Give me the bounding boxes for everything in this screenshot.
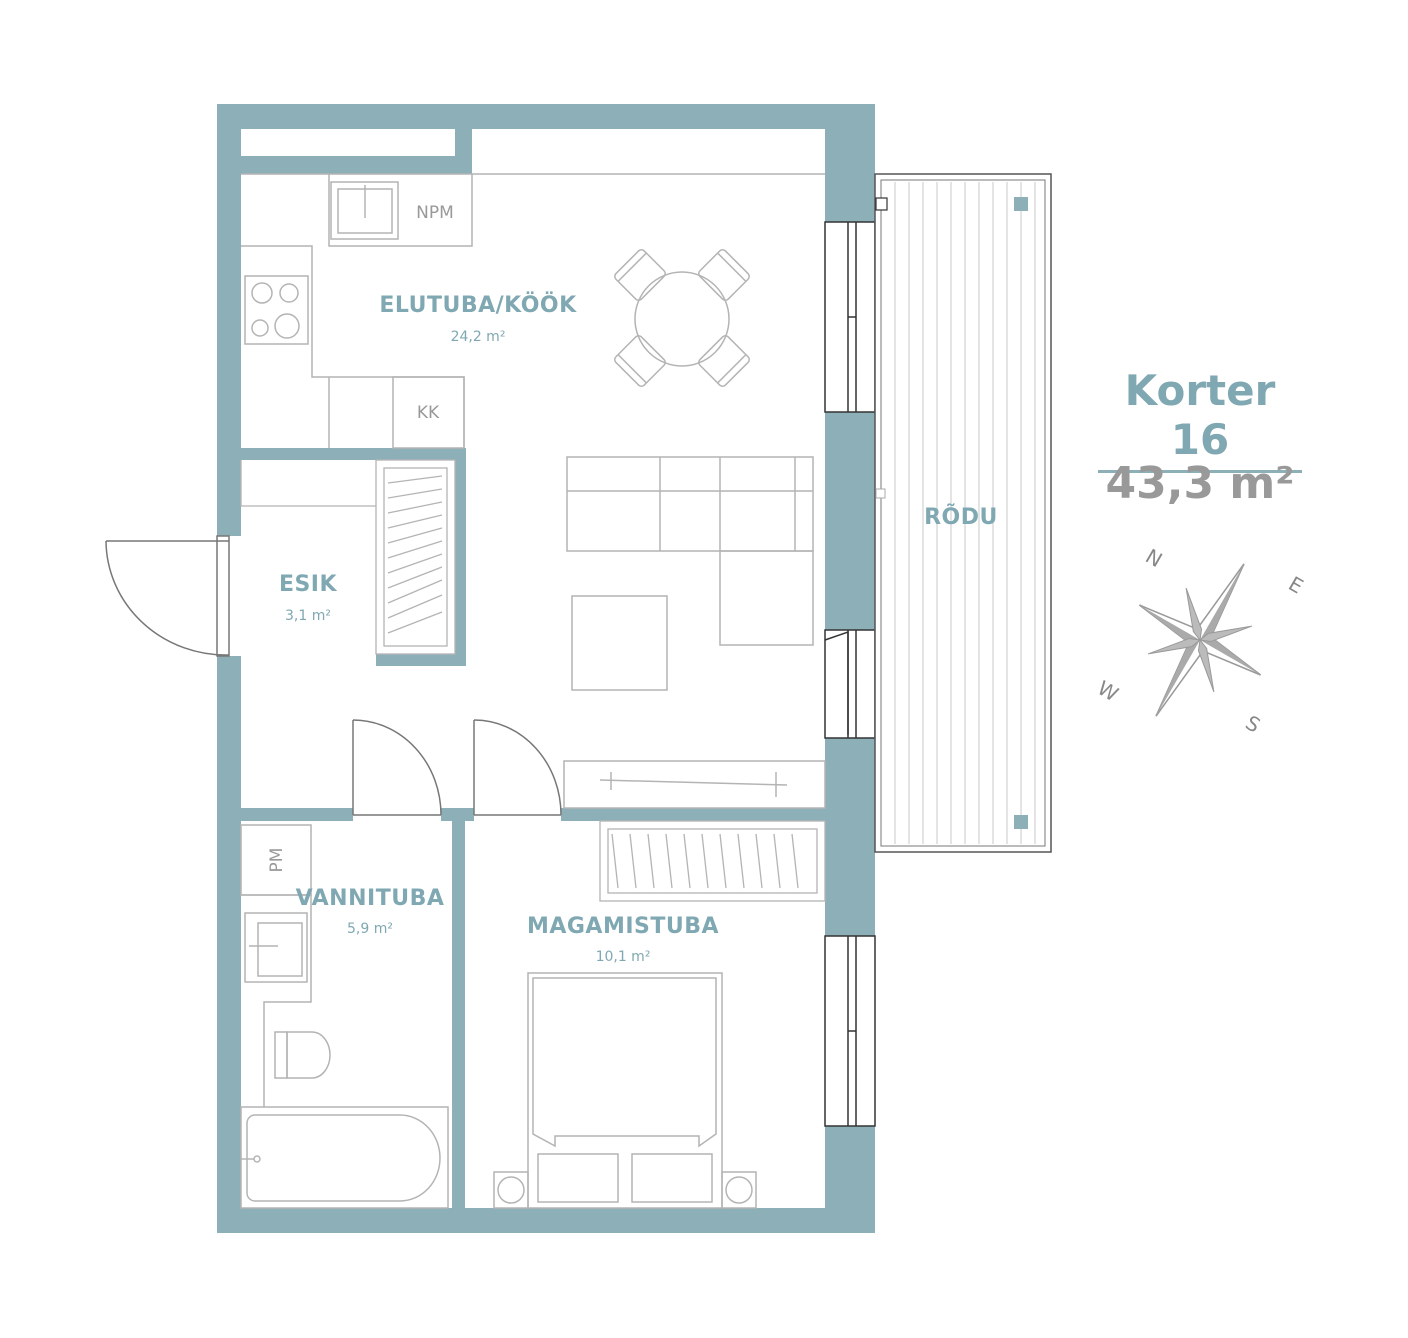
living-room-name: ELUTUBA/KÖÖK [379,292,577,318]
walls [217,104,875,1233]
bed [493,972,757,1209]
living-room-area: 24,2 m² [451,329,506,345]
compass-rose [1138,563,1262,717]
tv-console [563,760,826,809]
dining-table [614,249,750,387]
hall-name: ESIK [279,572,338,597]
compass-north: N [1142,544,1167,572]
balcony-name: RÕDU [924,504,998,530]
compass-east: E [1285,571,1308,598]
fridge-label: KK [417,403,440,423]
windows [824,221,876,1127]
bathroom-fixtures [240,824,449,1209]
doors [105,535,562,816]
washer-label: PM [267,848,287,873]
apartment-total-area: 43,3 m² [1105,458,1295,509]
balcony [874,173,1052,853]
bedroom-wardrobe [599,820,826,902]
hall-wardrobe [240,459,456,655]
bedroom-area: 10,1 m² [596,949,651,965]
bathroom-name: VANNITUBA [296,886,445,911]
dishwasher-label: NPM [416,203,454,223]
sofa [566,456,814,691]
hall-area: 3,1 m² [285,608,331,624]
compass-south: S [1241,710,1264,737]
compass-west: W [1093,676,1122,707]
bedroom-name: MAGAMISTUBA [527,914,719,939]
bathroom-area: 5,9 m² [347,921,393,937]
kitchen-counter [241,173,825,449]
apartment-title: Korter 16 [1098,366,1302,473]
